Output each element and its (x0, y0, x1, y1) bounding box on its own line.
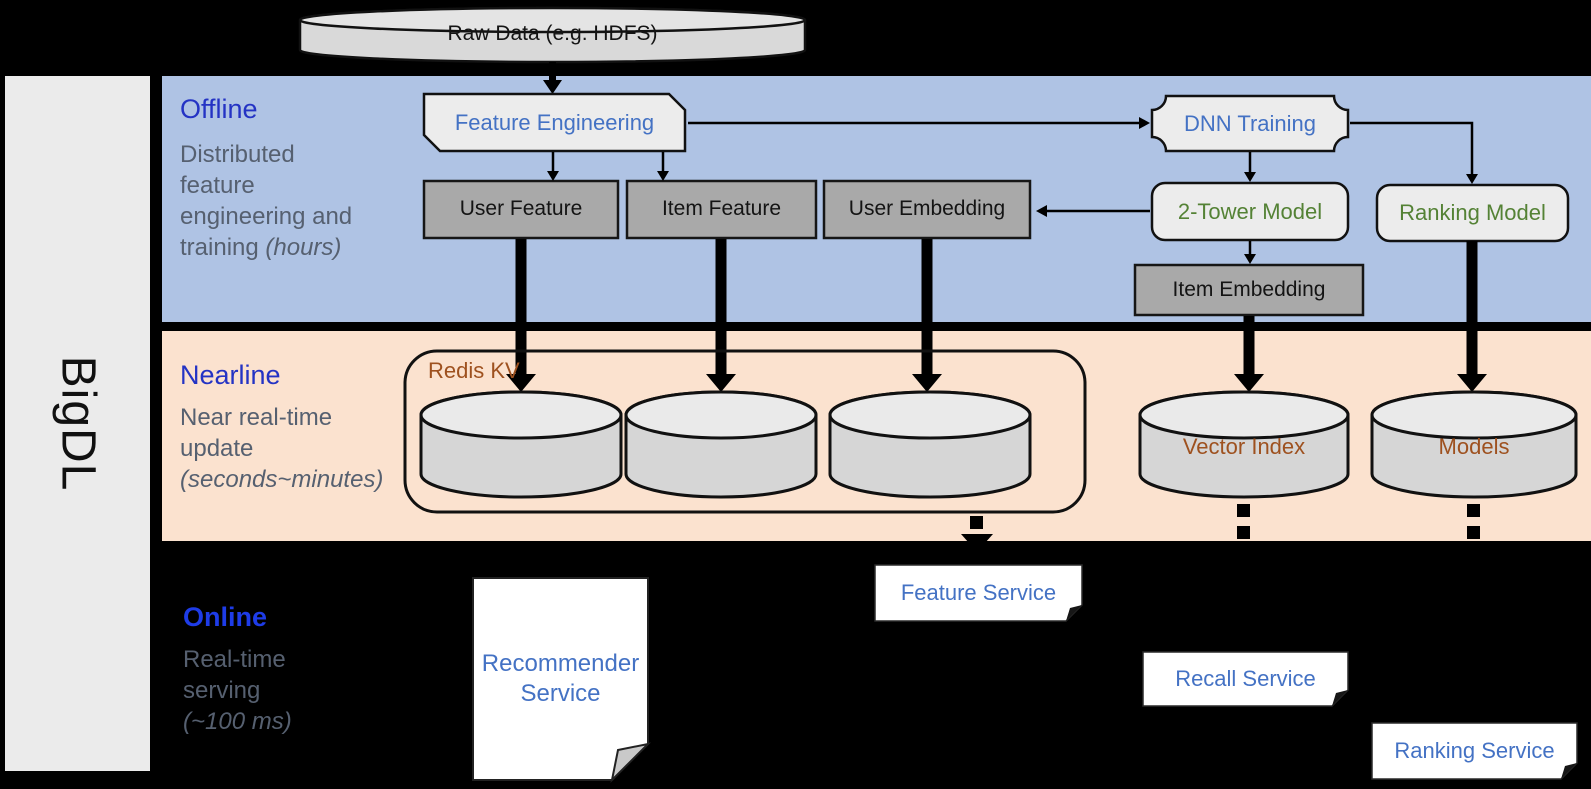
two-tower-model-label: 2-Tower Model (1177, 198, 1323, 224)
recommender-service-doc (472, 577, 652, 784)
offline-description-text: Distributed feature engineering and trai… (180, 141, 353, 261)
bigdl-sidebar: BigDL (5, 76, 150, 771)
ranking-model-label: Ranking Model (1399, 200, 1546, 226)
nearline-description-text: Near real-time update (180, 404, 333, 462)
redis-cylinder-2 (624, 390, 818, 499)
item-embedding-box (1133, 263, 1365, 317)
item-embedding-label: Item Embedding (1172, 277, 1326, 301)
online-description-text: Real-time serving (183, 646, 286, 704)
online-description-note: (~100 ms) (183, 708, 292, 735)
item-feature-label: Item Feature (661, 197, 782, 221)
ranking-service-doc (1371, 722, 1578, 780)
arrow-user-embedding-to-redis (912, 239, 942, 392)
redis-kv-container (403, 349, 1087, 514)
raw-data-label: Raw Data (e.g. HDFS) (447, 21, 658, 45)
arrow-rawdata-to-feature-engineering (543, 62, 562, 94)
thick-arrows (506, 239, 1487, 392)
offline-description: Distributed feature engineering and trai… (180, 139, 375, 263)
online-description: Real-time serving (~100 ms) (183, 644, 318, 737)
arrow-user-feature-to-redis (506, 239, 536, 392)
ranking-service-label: Ranking Service (1394, 738, 1555, 764)
vector-index-label: Vector Index (1182, 434, 1306, 460)
nearline-section-title: Nearline (180, 360, 281, 390)
arrow-item-embedding-to-vector-index (1234, 316, 1264, 392)
folded-corner (610, 742, 652, 784)
item-feature-box (625, 179, 818, 240)
raw-data-cylinder (298, 6, 807, 64)
dashed-connectors (961, 504, 1480, 552)
user-feature-label: User Feature (459, 197, 583, 221)
models-cylinder (1370, 390, 1578, 499)
folded-corner (1561, 763, 1577, 779)
feature-engineering-box (422, 92, 687, 153)
redis-cylinder-3 (828, 390, 1032, 499)
dnn-training-box (1150, 94, 1350, 153)
two-tower-model-box (1150, 181, 1350, 242)
feature-service-doc (874, 564, 1083, 622)
redis-kv-label: Redis KV (428, 358, 520, 384)
nearline-description-note: (seconds~minutes) (180, 466, 384, 493)
online-section-title: Online (183, 602, 268, 632)
arrow-ranking-model-to-models (1457, 241, 1487, 392)
dash-redis-to-feature-service (970, 516, 983, 529)
vector-index-cylinder (1138, 390, 1350, 499)
feature-service-label: Feature Service (900, 580, 1057, 606)
folded-corner (1066, 605, 1082, 621)
offline-description-note: (hours) (265, 234, 342, 261)
arrow-item-feature-to-redis (706, 239, 736, 392)
thin-connectors (547, 117, 1478, 264)
arrowhead-redis-to-feature-service (961, 534, 993, 552)
folded-corner (1332, 690, 1348, 706)
recall-service-label: Recall Service (1175, 666, 1316, 692)
models-label: Models (1438, 434, 1510, 460)
user-embedding-box (822, 179, 1032, 240)
dnn-training-label: DNN Training (1183, 110, 1317, 136)
offline-section-title: Offline (180, 94, 258, 124)
recall-service-doc (1142, 651, 1349, 707)
redis-cylinder-1 (419, 390, 623, 499)
feature-engineering-label: Feature Engineering (454, 109, 655, 135)
recommender-service-label: Recommender Service (481, 650, 640, 707)
user-feature-box (422, 179, 620, 240)
nearline-description: Near real-time update (seconds~minutes) (180, 402, 395, 495)
user-embedding-label: User Embedding (848, 197, 1006, 221)
